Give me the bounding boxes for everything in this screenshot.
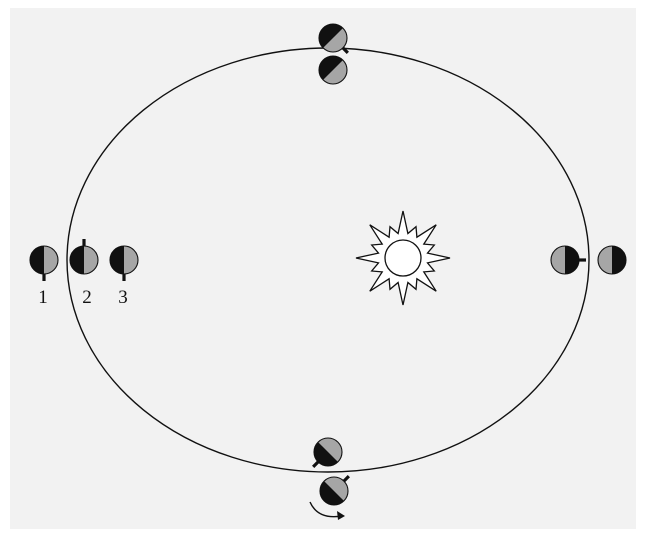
- planet-bottom-lower: [320, 476, 349, 505]
- planet-right-outer: [598, 246, 626, 274]
- planet-top-upper: [319, 24, 348, 53]
- orbit-diagram: 1 2 3: [10, 8, 636, 529]
- sun-icon: [356, 211, 450, 305]
- position-label-3: 3: [118, 287, 128, 308]
- position-label-2: 2: [82, 287, 92, 308]
- diagram-panel: 1 2 3: [10, 8, 636, 529]
- planet-bottom-upper: [313, 438, 342, 467]
- position-label-1: 1: [38, 287, 48, 308]
- planet-top-lower: [319, 56, 347, 84]
- sun-core: [385, 240, 421, 276]
